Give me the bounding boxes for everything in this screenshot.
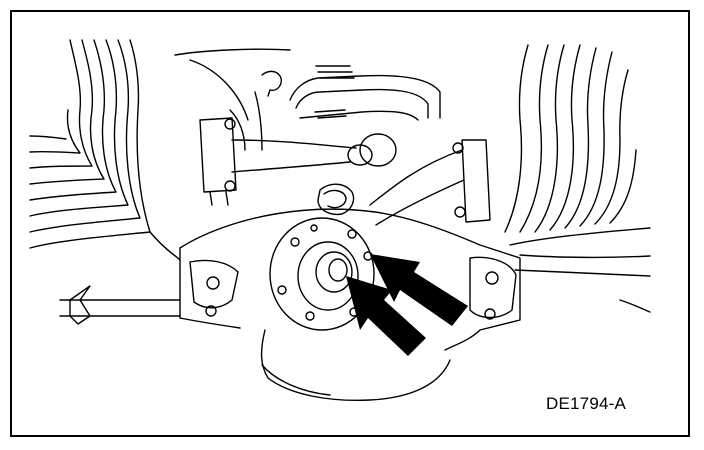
- right-upper-control-arm: [369, 139, 491, 226]
- pinion-flange: [269, 217, 375, 331]
- figure-code-label: DE1794-A: [546, 394, 627, 413]
- callout-arrow-lower: [346, 276, 426, 356]
- illustration-frame: [10, 10, 690, 437]
- callout-arrow-upper: [370, 254, 468, 326]
- underbody-lines: [174, 48, 441, 151]
- left-body-contour: [29, 39, 181, 261]
- left-upper-control-arm: [199, 117, 397, 206]
- right-body-contour: [504, 44, 651, 313]
- differential-housing: [59, 183, 521, 402]
